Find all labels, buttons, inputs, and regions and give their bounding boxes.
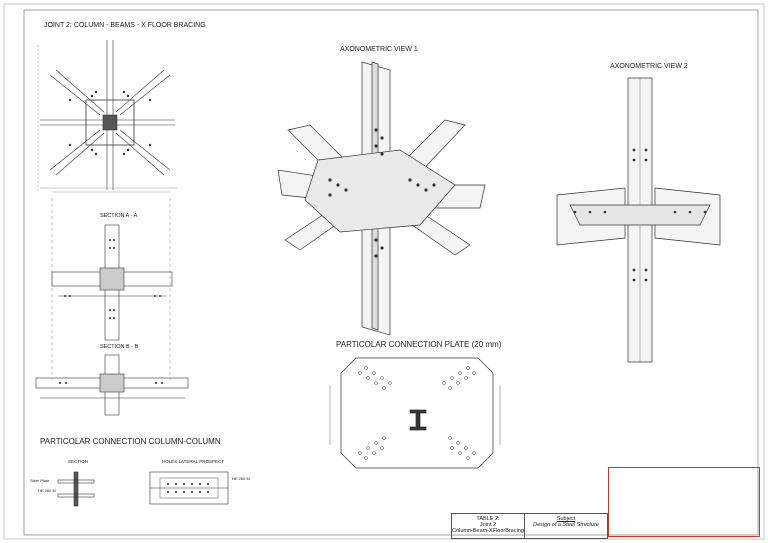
section-a-view	[51, 224, 173, 341]
connection-plate-drawing	[329, 357, 501, 469]
axonometric-view-1	[277, 61, 486, 336]
axonometric-view-1-title: AXONOMETRIC VIEW 1	[340, 46, 418, 53]
drawing-name: Column-Beam-XFloorBracing	[452, 528, 524, 534]
joint-label: Joint 2	[479, 522, 497, 528]
title-block: TABLE 2: Joint 2 Column-Beam-XFloorBraci…	[451, 513, 608, 539]
subject-value: Design of a Steel Structure	[533, 522, 599, 528]
cc-he-label: HE 260 M	[38, 488, 56, 493]
cc-holes-label: HOLES LATERAL PROSPECT	[162, 459, 225, 464]
connection-plate-title: PARTICOLAR CONNECTION PLATE (20 mm)	[336, 340, 502, 349]
title-block-table: TABLE 2: Joint 2 Column-Beam-XFloorBraci…	[452, 514, 525, 538]
cc-steel-plate-label: Steel Plate	[30, 478, 50, 483]
column-column-title: PARTICOLAR CONNECTION COLUMN-COLUMN	[40, 437, 221, 446]
section-b-view	[35, 354, 189, 416]
joint-plan-view	[37, 40, 178, 380]
axonometric-view-2	[556, 77, 721, 363]
section-a-title: SECTION A - A	[100, 213, 138, 219]
table-label: TABLE 2:	[476, 516, 500, 522]
axonometric-view-2-title: AXONOMETRIC VIEW 2	[610, 63, 688, 70]
section-b-title: SECTION B - B	[100, 344, 139, 350]
cc-he2-label: HE 260 M	[232, 476, 250, 481]
cc-section-label: SECTION	[68, 459, 89, 464]
stamp-box	[608, 467, 760, 537]
title-block-subject: Subject Design of a Steel Structure	[525, 514, 607, 538]
joint-title: JOINT 2: COLUMN - BEAMS - X FLOOR BRACIN…	[44, 22, 206, 29]
column-column-detail	[57, 471, 229, 507]
subject-label: Subject	[556, 516, 576, 522]
